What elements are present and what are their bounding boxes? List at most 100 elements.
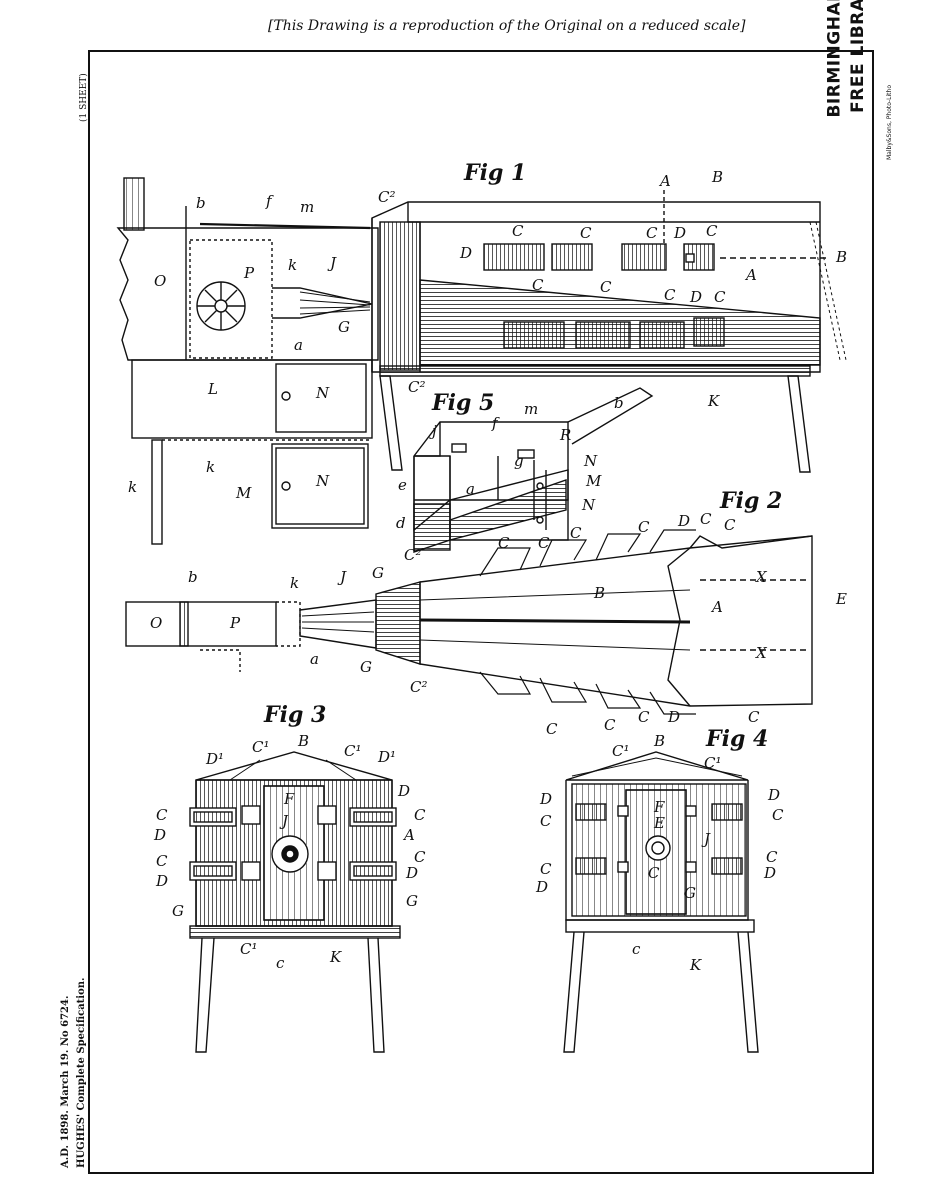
- svg-text:O: O: [150, 614, 162, 632]
- svg-text:M: M: [585, 472, 602, 490]
- svg-text:C: C: [570, 524, 582, 542]
- svg-text:C: C: [648, 864, 660, 882]
- svg-text:b: b: [188, 568, 198, 586]
- svg-text:b: b: [196, 194, 206, 212]
- svg-text:D: D: [405, 864, 418, 882]
- svg-text:C: C: [700, 510, 712, 528]
- svg-text:G: G: [172, 902, 184, 920]
- figure-2: [125, 529, 813, 715]
- svg-text:C: C: [714, 288, 726, 306]
- svg-text:D: D: [539, 790, 552, 808]
- svg-text:X: X: [755, 644, 768, 662]
- svg-text:C: C: [540, 812, 552, 830]
- svg-text:C¹: C¹: [344, 742, 362, 760]
- svg-text:D: D: [459, 244, 472, 262]
- svg-text:C: C: [724, 516, 736, 534]
- svg-text:X: X: [755, 568, 768, 586]
- svg-text:G: G: [338, 318, 350, 336]
- svg-text:C: C: [156, 852, 168, 870]
- svg-text:D: D: [535, 878, 548, 896]
- svg-text:C: C: [664, 286, 676, 304]
- svg-text:k: k: [288, 256, 297, 274]
- svg-text:K: K: [329, 948, 342, 966]
- svg-text:a: a: [310, 650, 319, 668]
- figure-3: [189, 751, 401, 1053]
- svg-text:J: J: [701, 830, 711, 848]
- svg-text:C²: C²: [408, 378, 426, 396]
- svg-text:C²: C²: [404, 546, 422, 564]
- svg-text:g: g: [514, 452, 524, 470]
- svg-text:D: D: [155, 872, 168, 890]
- svg-text:C: C: [772, 806, 784, 824]
- svg-text:D: D: [763, 864, 776, 882]
- svg-text:Fig 3: Fig 3: [263, 702, 326, 728]
- svg-text:D: D: [397, 782, 410, 800]
- svg-text:C: C: [706, 222, 718, 240]
- svg-text:Fig 5: Fig 5: [431, 390, 494, 416]
- svg-text:C: C: [414, 806, 426, 824]
- svg-text:k: k: [290, 574, 299, 592]
- svg-text:E: E: [835, 590, 847, 608]
- svg-text:C¹: C¹: [240, 940, 258, 958]
- svg-text:N: N: [315, 384, 330, 402]
- svg-text:Fig 4: Fig 4: [705, 726, 768, 752]
- figure-4-labels: Fig 4 C¹ B C¹ D D C C F E J C C D D C G …: [535, 726, 784, 974]
- svg-text:k: k: [206, 458, 215, 476]
- figure-1-labels: Fig 1 b f m C² A B O P k J D C C C D C A…: [128, 160, 847, 502]
- svg-text:C: C: [498, 534, 510, 552]
- svg-text:C: C: [638, 708, 650, 726]
- svg-text:C: C: [538, 534, 550, 552]
- svg-text:J: J: [327, 254, 337, 272]
- svg-text:G: G: [360, 658, 372, 676]
- svg-text:C: C: [580, 224, 592, 242]
- svg-text:Fig 2: Fig 2: [719, 488, 782, 514]
- svg-text:O: O: [154, 272, 166, 290]
- svg-text:J: J: [337, 568, 347, 586]
- svg-text:M: M: [235, 484, 252, 502]
- svg-text:A: A: [744, 266, 757, 284]
- svg-text:C: C: [638, 518, 650, 536]
- svg-text:c: c: [276, 954, 285, 972]
- svg-text:K: K: [707, 392, 720, 410]
- svg-text:C: C: [646, 224, 658, 242]
- svg-text:C: C: [414, 848, 426, 866]
- svg-text:m: m: [300, 198, 314, 216]
- svg-text:E: E: [653, 814, 665, 832]
- svg-text:D¹: D¹: [377, 748, 396, 766]
- svg-text:D: D: [673, 224, 686, 242]
- svg-text:a: a: [466, 480, 475, 498]
- svg-text:a: a: [294, 336, 303, 354]
- svg-text:c: c: [632, 940, 641, 958]
- svg-text:C: C: [532, 276, 544, 294]
- svg-text:A: A: [710, 598, 723, 616]
- svg-text:B: B: [711, 168, 723, 186]
- figure-1: [116, 177, 847, 545]
- svg-text:N: N: [583, 452, 598, 470]
- figure-5-labels: Fig 5 j f m b R N e a M d N g: [396, 390, 624, 532]
- svg-text:C²: C²: [410, 678, 428, 696]
- svg-text:R: R: [559, 426, 571, 444]
- svg-text:B: B: [297, 732, 309, 750]
- svg-text:C: C: [156, 806, 168, 824]
- svg-text:G: G: [372, 564, 384, 582]
- header-note: [This Drawing is a reproduction of the O…: [268, 18, 746, 34]
- svg-text:j: j: [429, 422, 437, 440]
- svg-text:J: J: [279, 812, 289, 830]
- figure-3-labels: Fig 3 D¹ C¹ B C¹ D¹ D C D F C J A C D C …: [153, 702, 426, 972]
- svg-text:N: N: [581, 496, 596, 514]
- figure-5: [413, 387, 654, 553]
- svg-text:C: C: [546, 720, 558, 738]
- svg-text:G: G: [406, 892, 418, 910]
- figure-4: [563, 751, 759, 1053]
- svg-text:C: C: [604, 716, 616, 734]
- svg-text:N: N: [315, 472, 330, 490]
- svg-text:L: L: [207, 380, 218, 398]
- svg-text:B: B: [653, 732, 665, 750]
- svg-text:C: C: [512, 222, 524, 240]
- svg-text:k: k: [128, 478, 137, 496]
- svg-text:C: C: [540, 860, 552, 878]
- svg-text:D: D: [153, 826, 166, 844]
- svg-text:b: b: [614, 394, 624, 412]
- drawing-frame: [88, 50, 874, 1174]
